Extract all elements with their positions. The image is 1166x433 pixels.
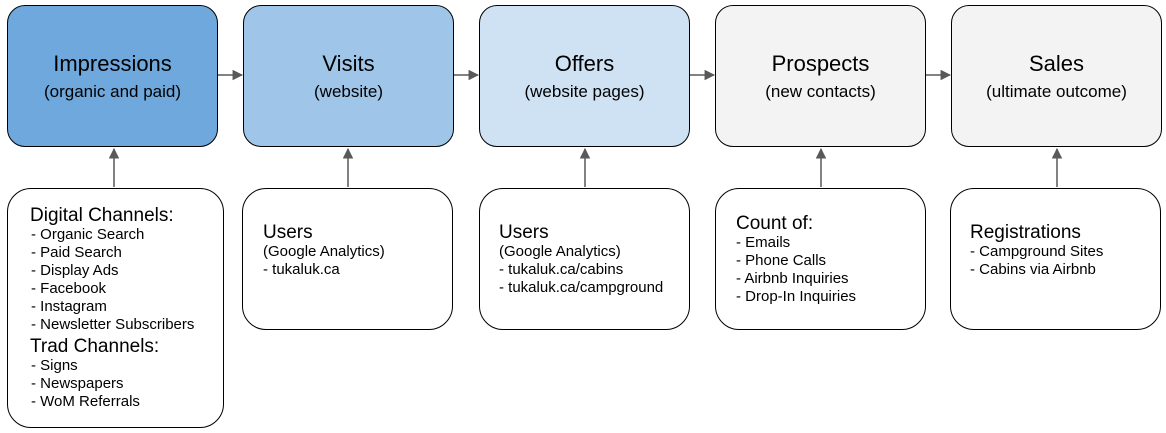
source-sales: Registrations - Campground Sites - Cabin… <box>950 188 1161 330</box>
source-offers: Users (Google Analytics) - tukaluk.ca/ca… <box>479 188 690 330</box>
source-heading: Users <box>263 222 313 243</box>
stage-subtitle: (new contacts) <box>765 82 876 101</box>
stage-offers: Offers (website pages) <box>479 5 690 147</box>
list-item: - Display Ads <box>31 262 119 279</box>
source-heading: Count of: <box>736 213 814 234</box>
stage-title: Impressions <box>53 51 172 76</box>
stage-title: Visits <box>322 51 375 76</box>
list-item: - Campground Sites <box>970 243 1104 260</box>
list-item: - Instagram <box>31 298 107 315</box>
stage-subtitle: (organic and paid) <box>43 82 182 101</box>
stage-impressions: Impressions (organic and paid) <box>7 5 218 147</box>
list-item: - Facebook <box>31 280 107 297</box>
stage-sales: Sales (ultimate outcome) <box>951 5 1162 147</box>
stage-subtitle: (website) <box>314 82 383 101</box>
stage-prospects: Prospects (new contacts) <box>715 5 926 147</box>
source-impressions: Digital Channels: - Organic Search - Pai… <box>7 188 224 428</box>
list-item: - tukaluk.ca <box>263 261 340 278</box>
source-heading: Digital Channels: <box>30 205 174 226</box>
list-item: - Organic Search <box>31 226 145 243</box>
source-heading-2: Trad Channels: <box>30 336 160 357</box>
source-heading: Users <box>499 222 549 243</box>
stage-subtitle: (website pages) <box>524 82 645 101</box>
list-item: - Emails <box>736 234 791 251</box>
list-item: - Newsletter Subscribers <box>31 316 195 333</box>
list-item: - Newspapers <box>31 375 124 392</box>
stage-title: Prospects <box>771 51 870 76</box>
stage-title: Sales <box>1028 51 1085 76</box>
source-note: (Google Analytics) <box>263 243 385 260</box>
list-item: - Cabins via Airbnb <box>970 261 1096 278</box>
list-item: - Airbnb Inquiries <box>736 270 849 287</box>
source-visits: Users (Google Analytics) - tukaluk.ca <box>242 188 453 330</box>
list-item: - tukaluk.ca/campground <box>499 279 664 296</box>
stage-subtitle: (ultimate outcome) <box>986 82 1127 101</box>
stage-visits: Visits (website) <box>243 5 454 147</box>
list-item: - WoM Referrals <box>31 393 140 410</box>
source-note: (Google Analytics) <box>499 243 621 260</box>
list-item: - tukaluk.ca/cabins <box>499 261 624 278</box>
list-item: - Signs <box>31 357 78 374</box>
list-item: - Drop-In Inquiries <box>736 288 857 305</box>
source-heading: Registrations <box>970 222 1081 243</box>
source-prospects: Count of: - Emails - Phone Calls - Airbn… <box>715 188 926 330</box>
stage-title: Offers <box>554 51 615 76</box>
list-item: - Phone Calls <box>736 252 827 269</box>
list-item: - Paid Search <box>31 244 122 261</box>
